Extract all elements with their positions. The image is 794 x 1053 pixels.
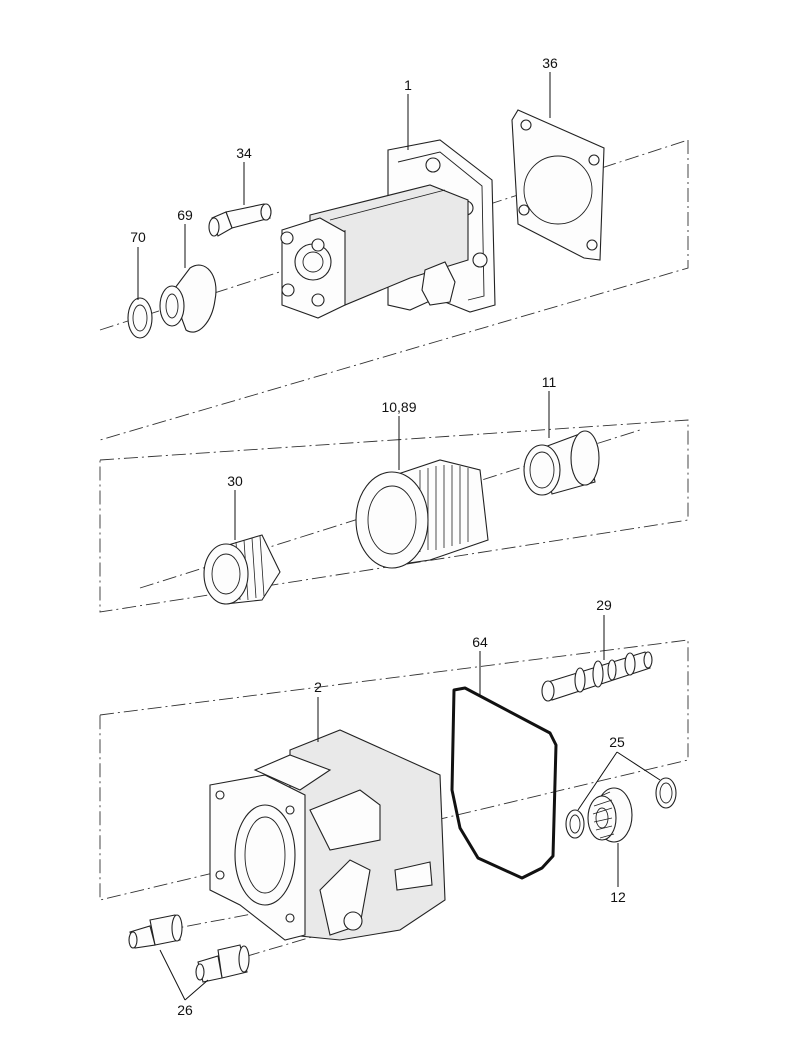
- callout-11: 11: [542, 374, 557, 390]
- part-2-housing: [209, 729, 446, 941]
- callout-69: 69: [177, 207, 193, 223]
- callout-29: 29: [596, 597, 612, 613]
- part-1-motor: [280, 139, 496, 319]
- callout-26: 26: [177, 1002, 193, 1018]
- part-36-gasket: [511, 109, 605, 261]
- part-25-washer-right: [655, 777, 677, 809]
- callout-64: 64: [472, 634, 488, 650]
- part-10-89-gear-hub: [355, 459, 489, 569]
- callout-70: 70: [130, 229, 146, 245]
- callout-25: 25: [609, 734, 625, 750]
- callout-12: 12: [610, 889, 626, 905]
- callout-30: 30: [227, 473, 243, 489]
- part-26-plug-lower: [195, 944, 250, 983]
- part-69-seal: [159, 264, 217, 333]
- leader-lines: [137, 72, 661, 1001]
- part-12-pinion-gear: [587, 787, 633, 843]
- callout-36: 36: [542, 55, 558, 71]
- callout-10-89: 10,89: [381, 399, 416, 415]
- callout-34: 34: [236, 145, 252, 161]
- callout-1: 1: [404, 77, 412, 93]
- part-25-washer-left: [565, 809, 585, 839]
- callout-labels: 1 36 34 69 70 11 10,89 30 29 64 2 25 12 …: [130, 55, 626, 1018]
- part-30-coupling: [203, 534, 281, 605]
- callout-2: 2: [314, 679, 322, 695]
- part-29-spool: [541, 651, 653, 702]
- part-70-retaining-ring: [127, 297, 153, 339]
- part-11-bushing: [523, 430, 600, 496]
- part-34-screw: [208, 203, 272, 237]
- part-26-plug-upper: [128, 914, 183, 949]
- part-64-gasket-outline: [450, 686, 558, 880]
